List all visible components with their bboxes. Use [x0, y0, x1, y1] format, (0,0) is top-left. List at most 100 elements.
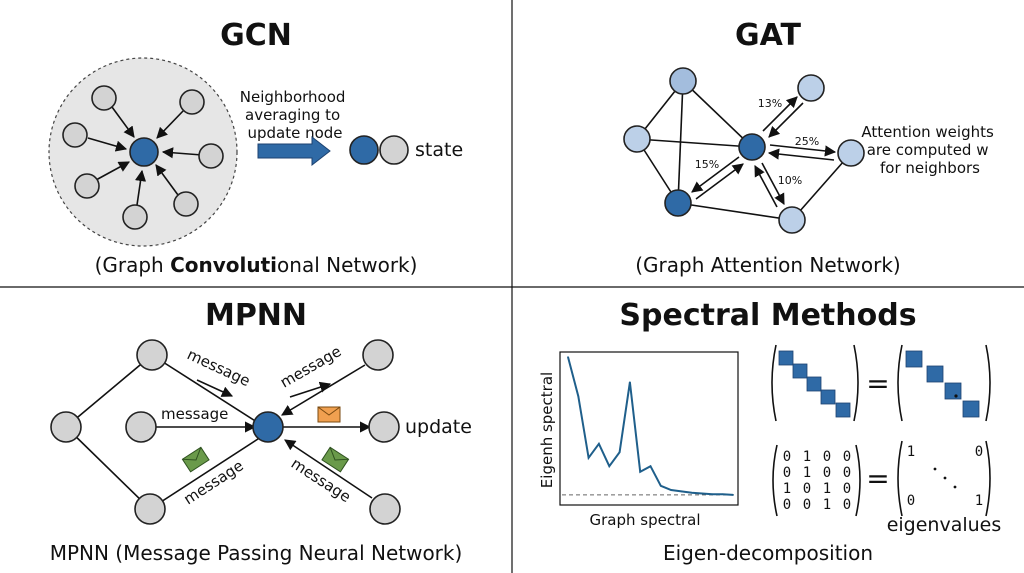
chart-point: [660, 485, 662, 487]
mpnn-node: [368, 411, 400, 443]
gat-nodes: [623, 67, 865, 234]
chart-points: [567, 356, 734, 496]
mpnn-node: [50, 411, 82, 443]
gat-panel: GAT 13% 25% 15% 10%: [623, 18, 994, 277]
matrix-cell: [905, 350, 923, 368]
eigen-entry: 1: [975, 493, 983, 509]
mpnn-message-label: message: [184, 345, 253, 390]
gcn-panel: GCN Neighborhood averaging to update nod…: [48, 18, 463, 277]
matrix-cell: [835, 402, 851, 418]
chart-point: [629, 381, 631, 384]
gcn-subtitle: (Graph Convolutional Network): [95, 253, 418, 277]
spectral-chart: Eigenh spectral Graph spectral: [538, 351, 739, 529]
adjacency-cell: 1: [803, 449, 811, 465]
gcn-edge: [111, 106, 135, 138]
gat-attention-arrow: [768, 102, 804, 138]
adjacency-cell: 0: [783, 449, 791, 465]
mpnn-edge: [65, 426, 151, 510]
gcn-neighbor-node: [62, 122, 88, 148]
matrix-dot: [954, 394, 958, 398]
spectral-panel: Spectral Methods Eigenh spectral Graph s…: [538, 298, 1001, 565]
gcn-neighbor-node: [91, 85, 117, 111]
mpnn-node: [369, 493, 401, 525]
adjacency-cell: 1: [803, 465, 811, 481]
chart-frame: [559, 351, 739, 506]
gcn-update-arrow: [257, 135, 331, 167]
gcn-edge: [156, 109, 185, 139]
gcn-state-label: state: [415, 139, 463, 161]
gat-subtitle: (Graph Attention Network): [635, 253, 900, 277]
mpnn-nodes: [50, 339, 401, 525]
gat-weight-label: 10%: [778, 174, 802, 187]
mpnn-edges: [65, 354, 373, 510]
gcn-edge: [134, 169, 147, 206]
gcn-edge: [95, 161, 130, 181]
matrix-cell: [792, 363, 808, 379]
bracket-left: [771, 344, 777, 422]
mpnn-edge: [284, 439, 373, 499]
adjacency-cell: 0: [803, 481, 811, 497]
gat-attention-arrow: [761, 162, 785, 205]
gat-weight-label: 25%: [795, 135, 819, 148]
diagonal-matrix-left: [771, 344, 859, 422]
bracket-left: [897, 344, 903, 422]
gat-edge: [791, 152, 852, 221]
mpnn-node: [136, 339, 168, 371]
chart-point: [577, 395, 580, 398]
gat-attention-arrows: [691, 96, 837, 208]
eigen-entry: 0: [907, 493, 915, 509]
gcn-neighbor-node: [173, 191, 199, 217]
envelope-icon: [181, 446, 210, 473]
eigenvalues-label: eigenvalues: [887, 514, 1002, 536]
gat-attention-arrow: [762, 96, 798, 132]
bracket-right: [985, 440, 991, 517]
chart-point: [680, 490, 683, 493]
mpnn-subtitle: MPNN (Message Passing Neural Network): [50, 541, 463, 565]
gat-edge: [636, 138, 753, 148]
gat-center-node: [738, 133, 766, 161]
bracket-right: [985, 344, 991, 422]
adjacency-row: 0 1 0 0: [783, 465, 851, 481]
chart-point: [701, 492, 703, 495]
mpnn-panel: MPNN message message message message mes…: [50, 298, 472, 565]
chart-point: [618, 451, 621, 454]
gat-title: GAT: [735, 18, 802, 53]
mpnn-message-arrow: [289, 381, 332, 398]
matrix-dot: [943, 476, 947, 480]
matrix-cell: [806, 376, 822, 392]
chart-point: [670, 489, 672, 491]
matrix-cell: [962, 400, 980, 418]
spectral-title: Spectral Methods: [619, 298, 916, 333]
gcn-neighbor-node: [122, 204, 148, 230]
adjacency-cell: 0: [783, 497, 791, 513]
mpnn-message-label: message: [161, 405, 228, 423]
gcn-state-node-gray: [379, 135, 409, 165]
chart-ylabel: Eigenh spectral: [538, 372, 556, 488]
adjacency-cell: 1: [783, 481, 791, 497]
chart-point: [608, 465, 611, 468]
chart-point: [721, 493, 724, 496]
chart-point: [567, 356, 569, 358]
mpnn-title: MPNN: [205, 298, 307, 333]
equals-sign: =: [866, 462, 889, 495]
chart-point: [639, 471, 641, 473]
chart-point: [598, 443, 600, 445]
gat-attention-arrow: [691, 156, 740, 193]
adjacency-cell: 0: [843, 497, 851, 513]
gat-node: [664, 189, 692, 217]
gcn-edge: [161, 147, 203, 159]
gat-attention-arrow: [754, 165, 778, 208]
gat-node: [797, 74, 825, 102]
matrix-cell: [926, 365, 944, 383]
gat-weight-label: 13%: [758, 97, 782, 110]
gat-attention-arrow: [767, 148, 835, 161]
gcn-neighbor-node: [74, 173, 100, 199]
mpnn-center-node: [252, 411, 284, 443]
bracket-left: [897, 440, 903, 517]
chart-point: [587, 457, 590, 459]
bracket-left: [772, 444, 778, 517]
adjacency-row: 0 1 0 0: [783, 449, 851, 465]
mpnn-edge: [149, 436, 262, 510]
gcn-state-node-blue: [349, 135, 379, 165]
gcn-annotation: Neighborhood averaging to update node: [240, 88, 350, 142]
